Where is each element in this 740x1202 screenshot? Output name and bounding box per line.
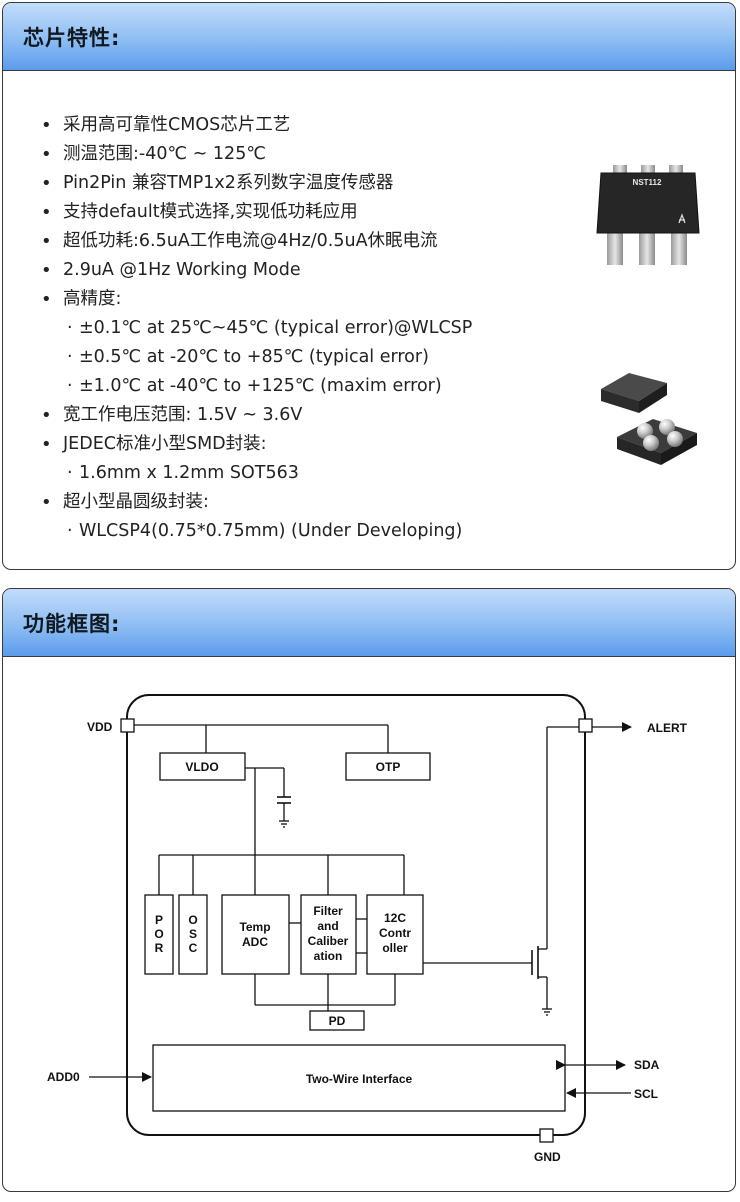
- filter-label-line: ation: [314, 949, 343, 963]
- diagram-title: 功能框图:: [23, 611, 121, 636]
- adc-label-line: Temp: [239, 920, 270, 934]
- gnd-pin: [539, 1128, 554, 1143]
- two-wire-interface-block: [152, 1044, 566, 1112]
- temp-adc-block: [221, 894, 290, 975]
- otp-label: OTP: [376, 760, 401, 774]
- feature-subitem: WLCSP4(0.75*0.75mm) (Under Developing): [41, 517, 472, 546]
- feature-subitem: ±0.5℃ at -20℃ to +85℃ (typical error): [41, 343, 472, 372]
- osc-block: [178, 894, 208, 975]
- pd-block: [309, 1010, 365, 1031]
- feature-item: 2.9uA @1Hz Working Mode: [41, 256, 472, 285]
- block-diagram: VDD ALERT ADD0 SDA SCL GND VLDO OTP P O …: [47, 694, 688, 1164]
- adc-label-line: ADC: [242, 935, 268, 949]
- i2c-label-line: 12C: [384, 911, 406, 925]
- alert-pin: [578, 718, 593, 733]
- por-letter: R: [155, 941, 164, 955]
- filter-label-line: and: [317, 919, 338, 933]
- feature-item: 高精度:: [41, 285, 472, 314]
- feature-item: 支持default模式选择,实现低功耗应用: [41, 198, 472, 227]
- feature-subitem: 1.6mm x 1.2mm SOT563: [41, 459, 472, 488]
- vdd-pin: [120, 718, 135, 733]
- feature-item: JEDEC标准小型SMD封装:: [41, 430, 472, 459]
- block-diagram-panel: 功能框图:: [2, 588, 736, 1192]
- osc-letter: O: [188, 913, 197, 927]
- filter-label-line: Filter: [313, 904, 343, 918]
- otp-block: [345, 752, 431, 781]
- por-letter: P: [155, 913, 163, 927]
- feature-item: 采用高可靠性CMOS芯片工艺: [41, 111, 472, 140]
- i2c-label-line: Contr: [379, 926, 411, 940]
- i2c-controller-block: [366, 894, 424, 975]
- feature-item: Pin2Pin 兼容TMP1x2系列数字温度传感器: [41, 169, 472, 198]
- features-title: 芯片特性:: [23, 25, 121, 50]
- wlcsp-chip-image: [601, 373, 697, 465]
- logo-icon: [678, 213, 686, 224]
- sot563-chip-image: NST112: [596, 165, 700, 265]
- diagram-header: 功能框图:: [3, 589, 735, 657]
- add0-label: ADD0: [47, 1070, 80, 1084]
- vdd-label: VDD: [87, 720, 113, 734]
- features-header: 芯片特性:: [3, 3, 735, 71]
- alert-label: ALERT: [647, 721, 688, 735]
- feature-item: 测温范围:-40℃ ~ 125℃: [41, 140, 472, 169]
- sda-label: SDA: [634, 1058, 660, 1072]
- two-wire-interface-label: Two-Wire Interface: [306, 1072, 413, 1086]
- vldo-label: VLDO: [185, 760, 218, 774]
- feature-item: 宽工作电压范围: 1.5V ~ 3.6V: [41, 401, 472, 430]
- por-letter: O: [154, 927, 163, 941]
- features-panel: 芯片特性: 采用高可靠性CMOS芯片工艺测温范围:-40℃ ~ 125℃Pin2…: [2, 2, 736, 570]
- gnd-label: GND: [534, 1150, 561, 1164]
- filter-label-line: Caliber: [308, 934, 349, 948]
- chip-outline: [126, 694, 586, 1136]
- filter-block: [300, 894, 357, 975]
- osc-letter: C: [189, 941, 198, 955]
- feature-subitem: ±1.0℃ at -40℃ to +125℃ (maxim error): [41, 372, 472, 401]
- vldo-block: [159, 752, 246, 781]
- chip-marking: NST112: [633, 178, 662, 187]
- feature-subitem: ±0.1℃ at 25℃~45℃ (typical error)@WLCSP: [41, 314, 472, 343]
- pd-label: PD: [329, 1014, 346, 1028]
- i2c-label-line: oller: [382, 941, 408, 955]
- por-block: [144, 894, 174, 975]
- feature-list: 采用高可靠性CMOS芯片工艺测温范围:-40℃ ~ 125℃Pin2Pin 兼容…: [41, 111, 472, 546]
- feature-item: 超小型晶圆级封装:: [41, 488, 472, 517]
- osc-letter: S: [189, 927, 197, 941]
- scl-label: SCL: [634, 1087, 658, 1101]
- feature-item: 超低功耗:6.5uA工作电流@4Hz/0.5uA休眠电流: [41, 227, 472, 256]
